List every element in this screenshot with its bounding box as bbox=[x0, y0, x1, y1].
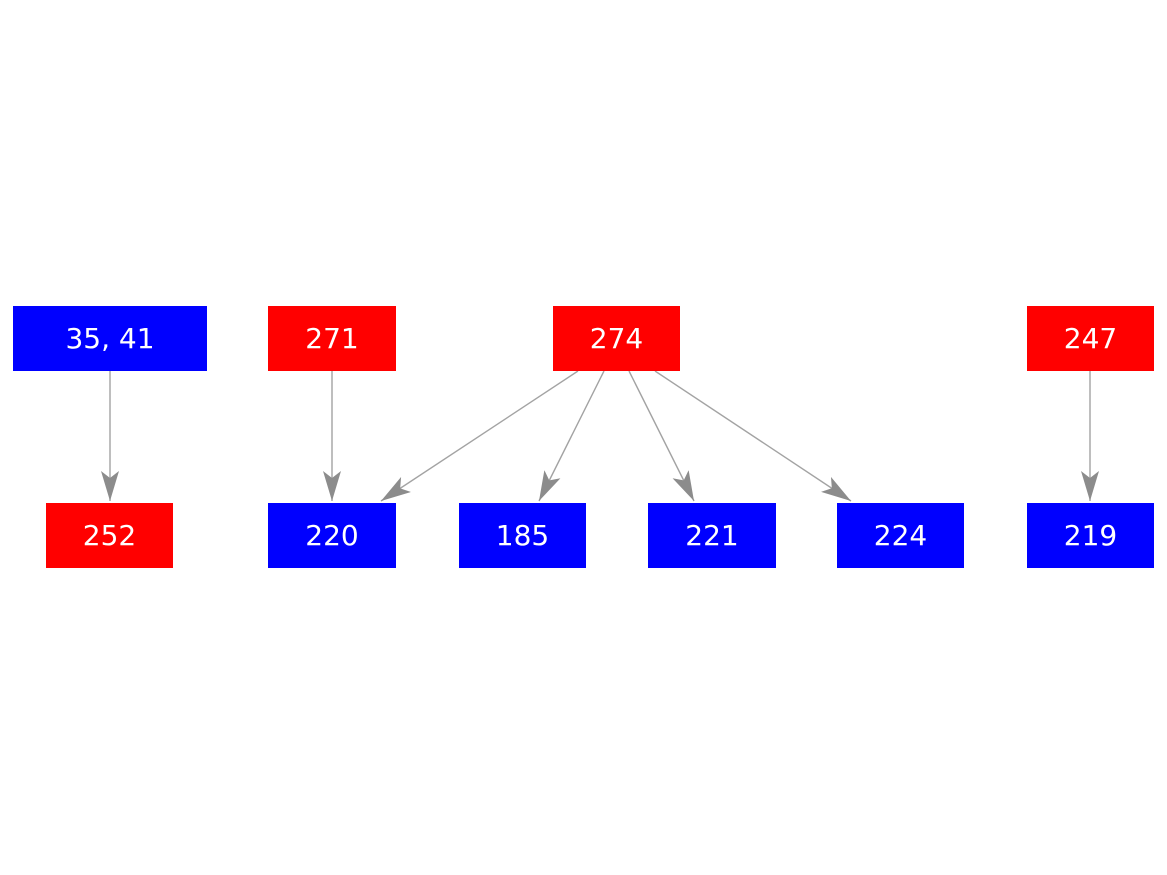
node-185: 185 bbox=[459, 503, 586, 568]
node-247: 247 bbox=[1027, 306, 1154, 371]
node-219: 219 bbox=[1027, 503, 1154, 568]
edge-274-185 bbox=[538, 370, 605, 502]
edge-274-224 bbox=[654, 370, 852, 502]
edge-274-221 bbox=[628, 370, 695, 502]
node-35-41: 35, 41 bbox=[13, 306, 207, 371]
node-221: 221 bbox=[648, 503, 776, 568]
node-271: 271 bbox=[268, 306, 396, 371]
edge-274-220 bbox=[380, 370, 579, 502]
node-274: 274 bbox=[553, 306, 680, 371]
node-224: 224 bbox=[837, 503, 964, 568]
node-252: 252 bbox=[46, 503, 173, 568]
node-220: 220 bbox=[268, 503, 396, 568]
